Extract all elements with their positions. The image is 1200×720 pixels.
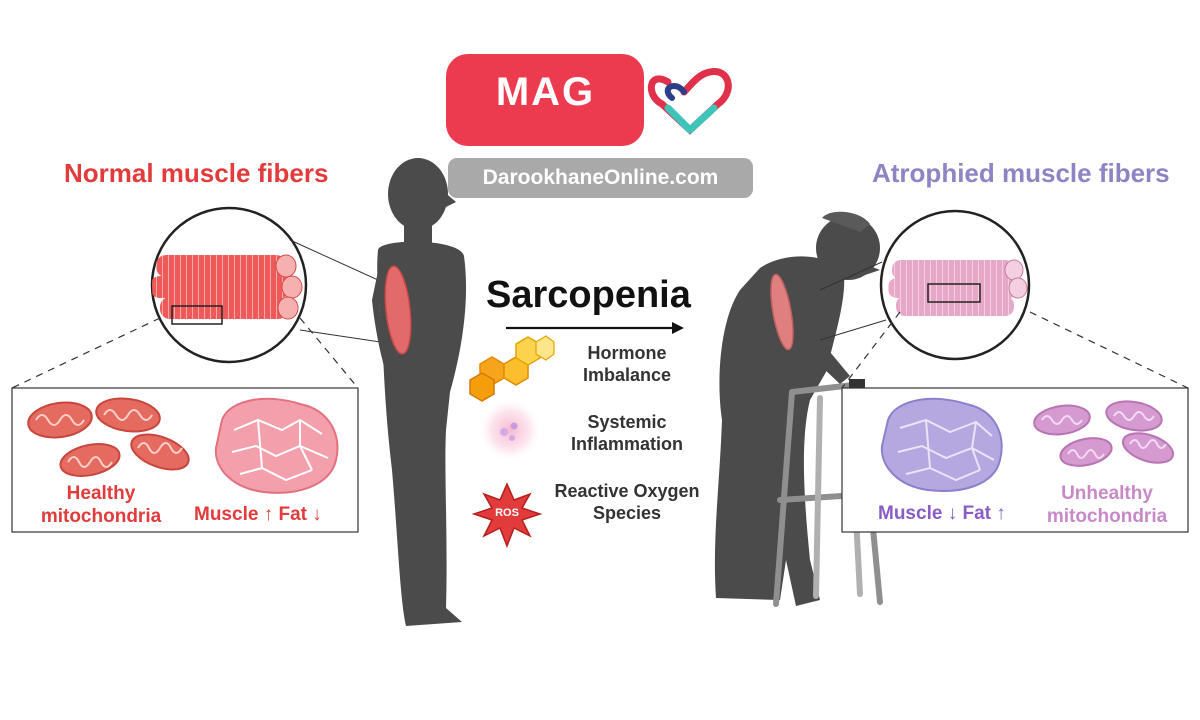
factor-inflammation-label: Systemic Inflammation xyxy=(570,412,683,454)
atrophied-composition-label: Muscle ↓ Fat ↑ xyxy=(878,503,1006,524)
hexagon-hormone-icon xyxy=(469,335,555,402)
factor-hormone-label: Hormone Imbalance xyxy=(582,343,672,385)
normal-fiber-magnifier xyxy=(150,206,401,364)
ros-badge-label: ROS xyxy=(495,507,519,519)
mag-logo xyxy=(446,54,644,146)
inflammation-glow-icon xyxy=(478,398,542,462)
unhealthy-mitochondria-label: Unhealthy mitochondria xyxy=(1046,483,1168,527)
normal-fibers-heading: Normal muscle fibers xyxy=(64,158,329,188)
elderly-figure xyxy=(714,211,880,606)
site-pill xyxy=(448,158,753,198)
brand-name: MAG xyxy=(495,70,596,114)
healthy-mitochondria-icon xyxy=(27,397,190,477)
site-url[interactable]: DarookhaneOnline.com xyxy=(482,166,719,189)
heart-logo-icon xyxy=(647,68,732,135)
atrophied-fibers-heading: Atrophied muscle fibers xyxy=(872,158,1170,188)
healthy-young-figure xyxy=(372,158,467,627)
unhealthy-mitochondria-icon xyxy=(1033,400,1175,467)
healthy-mitochondria-label: Healthy mitochondria xyxy=(40,483,162,527)
normal-composition-label: Muscle ↑ Fat ↓ xyxy=(194,504,322,525)
ros-burst-icon xyxy=(471,482,543,549)
healthy-muscle-cross-section-icon xyxy=(214,397,339,494)
factor-ros-label: Reactive Oxygen Species xyxy=(554,481,700,523)
diagram-title: Sarcopenia xyxy=(486,274,691,316)
atrophied-fiber-magnifier xyxy=(819,209,1031,361)
atrophied-muscle-cross-section-icon xyxy=(880,397,1003,492)
progression-arrow xyxy=(506,322,684,334)
